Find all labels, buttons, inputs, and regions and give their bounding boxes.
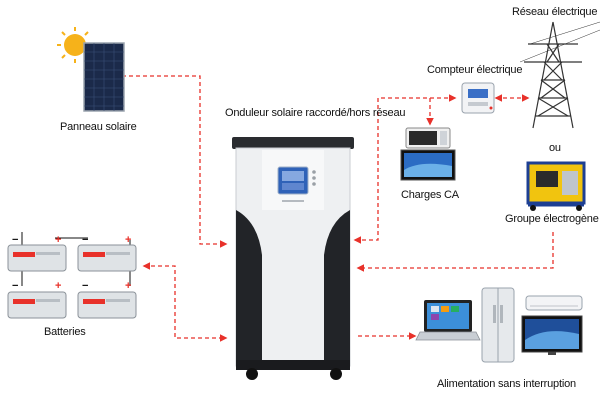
laptop-icon xyxy=(415,300,481,341)
laptop-fridge-tv-ac-icon xyxy=(415,287,583,363)
fridge-icon xyxy=(481,287,515,363)
connectors xyxy=(122,75,554,342)
power-pylon-icon xyxy=(519,21,600,129)
battery-minus-sign: − xyxy=(12,234,18,246)
solar-panel-icon xyxy=(57,27,125,112)
battery-2 xyxy=(77,244,137,272)
battery-minus-sign: − xyxy=(12,280,18,292)
generator-label: Groupe électrogène xyxy=(505,213,599,225)
battery-plus-sign: + xyxy=(55,280,61,292)
air-conditioner-icon xyxy=(525,295,583,311)
battery-minus-sign: − xyxy=(82,234,88,246)
connector-inverter-to-meter xyxy=(353,94,457,244)
electric-meter-icon xyxy=(461,82,495,114)
battery-4 xyxy=(77,291,137,319)
ac-loads-label: Charges CA xyxy=(401,189,459,201)
generator-icon xyxy=(526,161,586,211)
inverter-label: Onduleur solaire raccordé/hors réseau xyxy=(225,107,406,119)
inverter-cabinet-icon xyxy=(232,137,354,380)
connector-generator-to-inverter xyxy=(356,232,554,272)
battery-1 xyxy=(7,244,67,272)
tv-and-microwave-icon xyxy=(400,127,456,181)
battery-plus-sign: + xyxy=(125,280,131,292)
battery-minus-sign: − xyxy=(82,280,88,292)
ups-label: Alimentation sans interruption xyxy=(437,378,576,390)
meter-label: Compteur électrique xyxy=(427,64,523,76)
or-label: ou xyxy=(549,142,561,154)
connector-solar-to-inverter xyxy=(122,75,228,248)
battery-3 xyxy=(7,291,67,319)
solar-panel-label: Panneau solaire xyxy=(60,121,137,133)
connector-batteries-to-inverter xyxy=(142,262,228,342)
battery-plus-sign: + xyxy=(55,234,61,246)
grid-label: Réseau électrique xyxy=(512,6,598,18)
flat-tv-icon xyxy=(521,315,583,355)
battery-bank-icon: − + − + − + − + xyxy=(7,232,137,319)
battery-plus-sign: + xyxy=(125,234,131,246)
batteries-label: Batteries xyxy=(44,326,86,338)
